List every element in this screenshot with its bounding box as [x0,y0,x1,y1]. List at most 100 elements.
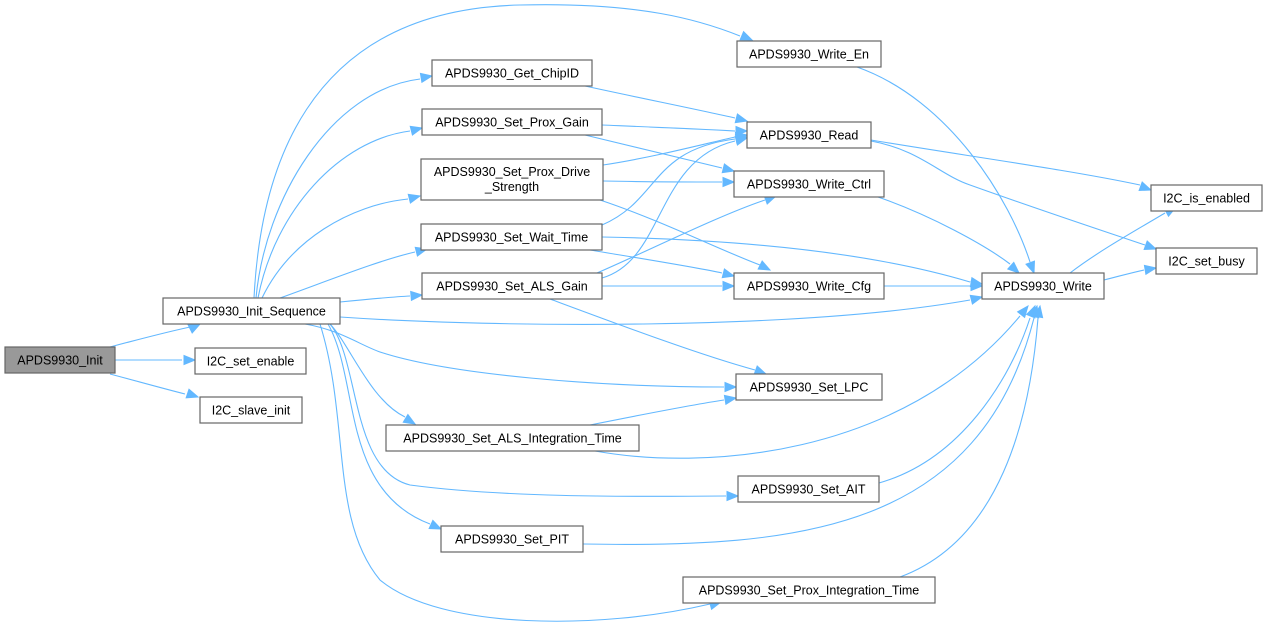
edge-line [582,317,1035,545]
edge-line [257,130,411,299]
node-label-line2: _Strength [484,180,539,194]
node-i2c-set-busy[interactable]: I2C_set_busy [1155,247,1258,275]
edge-set_als_gain-to-set_lpc [549,298,768,375]
arrowhead-icon [407,193,422,204]
edge-line [877,196,1011,265]
edge-line [596,199,766,274]
edge-line [329,323,406,418]
node-label: APDS9930_Read [760,129,859,143]
node-set-wait-time[interactable]: APDS9930_Set_Wait_Time [420,223,603,251]
arrowhead-icon [739,30,754,41]
node-label: APDS9930_Set_Prox_Integration_Time [699,584,920,598]
edge-init_seq-to-write_en [253,4,754,299]
edge-read-to-i2c_is_enabled [870,139,1153,191]
edge-init_seq-to-set_als_gain [339,290,424,303]
arrowhead-icon [734,113,749,124]
node-write-en[interactable]: APDS9930_Write_En [736,40,882,68]
node-set-als-gain[interactable]: APDS9930_Set_ALS_Gain [421,272,603,300]
edges-layer [109,4,1178,622]
edge-line [261,198,409,299]
edge-line [599,199,761,266]
edge-write-to-i2c_set_busy [1103,264,1158,281]
arrowhead-icon [1138,181,1153,191]
node-set-prox-drive-strength[interactable]: APDS9930_Set_Prox_Drive _Strength [420,158,604,201]
edge-line [319,323,711,622]
node-set-ait[interactable]: APDS9930_Set_AIT [737,475,880,503]
node-label: I2C_set_enable [207,355,295,369]
edge-line [279,251,416,299]
edge-line [601,236,971,283]
arrowhead-icon [187,323,202,334]
node-get-chipid[interactable]: APDS9930_Get_ChipID [431,59,593,87]
arrowhead-icon [409,125,424,136]
edge-get_chipid-to-read [584,85,749,124]
edge-init_seq-to-set_als_int [329,323,417,425]
edge-init-to-init_seq [109,323,202,348]
nodes-layer: APDS9930_Init APDS9930_Init_Sequence I2C… [4,40,1263,604]
arrowhead-icon [753,365,768,375]
edge-init_seq-to-set_pit [327,323,443,530]
edge-line [584,134,723,169]
edge-line [602,180,723,183]
edge-line [870,139,1141,186]
edge-line [594,315,1021,459]
node-read[interactable]: APDS9930_Read [746,121,872,149]
node-label: APDS9930_Set_ALS_Integration_Time [403,432,621,446]
node-label: APDS9930_Write [994,280,1092,294]
edge-init-to-i2c_slave_init [109,373,200,399]
node-init[interactable]: APDS9930_Init [4,346,116,374]
node-set-als-integration-time[interactable]: APDS9930_Set_ALS_Integration_Time [385,424,640,452]
arrowhead-icon [757,260,772,271]
node-label: APDS9930_Get_ChipID [445,67,579,81]
edge-init_seq-to-write [339,294,984,325]
arrowhead-icon [723,394,738,406]
edge-line [878,317,1031,484]
edge-init_seq-to-set_prox_int [319,323,723,622]
node-set-prox-integration-time[interactable]: APDS9930_Set_Prox_Integration_Time [682,576,936,604]
edge-line [109,373,186,395]
edge-init_seq-to-set_ait [329,323,740,502]
edge-line [339,295,411,303]
node-label: APDS9930_Set_Wait_Time [435,231,588,245]
edge-line [589,249,723,274]
node-set-prox-gain[interactable]: APDS9930_Set_Prox_Gain [421,108,603,136]
arrowhead-icon [1032,304,1044,319]
edge-line [327,323,431,525]
edge-line [589,399,725,426]
node-label: APDS9930_Init_Sequence [177,305,326,319]
edge-init_seq-to-get_chipid [255,72,434,299]
edge-set_als_int-to-write [594,304,1029,459]
node-label: APDS9930_Set_Prox_Drive [434,165,590,179]
edge-init_seq-to-set_prox_gain [257,125,424,299]
node-set-pit[interactable]: APDS9930_Set_PIT [440,525,584,553]
node-label: APDS9930_Write_En [749,48,869,62]
edge-write_en-to-write [856,66,1035,275]
arrowhead-icon [1006,261,1020,274]
arrowhead-icon [969,294,984,305]
edge-line [870,140,1146,246]
edge-init_seq-to-set_lpc [304,323,738,393]
arrowhead-icon [724,381,738,393]
node-i2c-slave-init[interactable]: I2C_slave_init [199,396,303,424]
arrowhead-icon [970,280,984,292]
edge-line [1069,212,1166,274]
node-i2c-set-enable[interactable]: I2C_set_enable [194,347,307,375]
arrowhead-icon [410,290,424,302]
arrowhead-icon [419,72,434,84]
node-label: APDS9930_Set_ALS_Gain [436,280,588,294]
edge-set_als_gain-to-write_cfg [602,280,736,292]
edge-line [253,4,741,299]
edge-set_pit-to-write [582,304,1040,545]
node-init-sequence[interactable]: APDS9930_Init_Sequence [162,297,341,325]
node-write-ctrl[interactable]: APDS9930_Write_Ctrl [733,170,885,198]
edge-line [856,66,1031,263]
node-write-cfg[interactable]: APDS9930_Write_Cfg [733,272,885,300]
edge-set_prox_int-to-write [899,304,1044,578]
edge-write_ctrl-to-write [877,196,1020,274]
node-label: APDS9930_Write_Cfg [747,280,871,294]
node-set-lpc[interactable]: APDS9930_Set_LPC [735,373,883,401]
node-i2c-is-enabled[interactable]: I2C_is_enabled [1150,184,1263,212]
node-write[interactable]: APDS9930_Write [981,272,1105,300]
node-label: APDS9930_Set_AIT [752,483,866,497]
edge-init-to-i2c_set_enable [115,354,197,366]
